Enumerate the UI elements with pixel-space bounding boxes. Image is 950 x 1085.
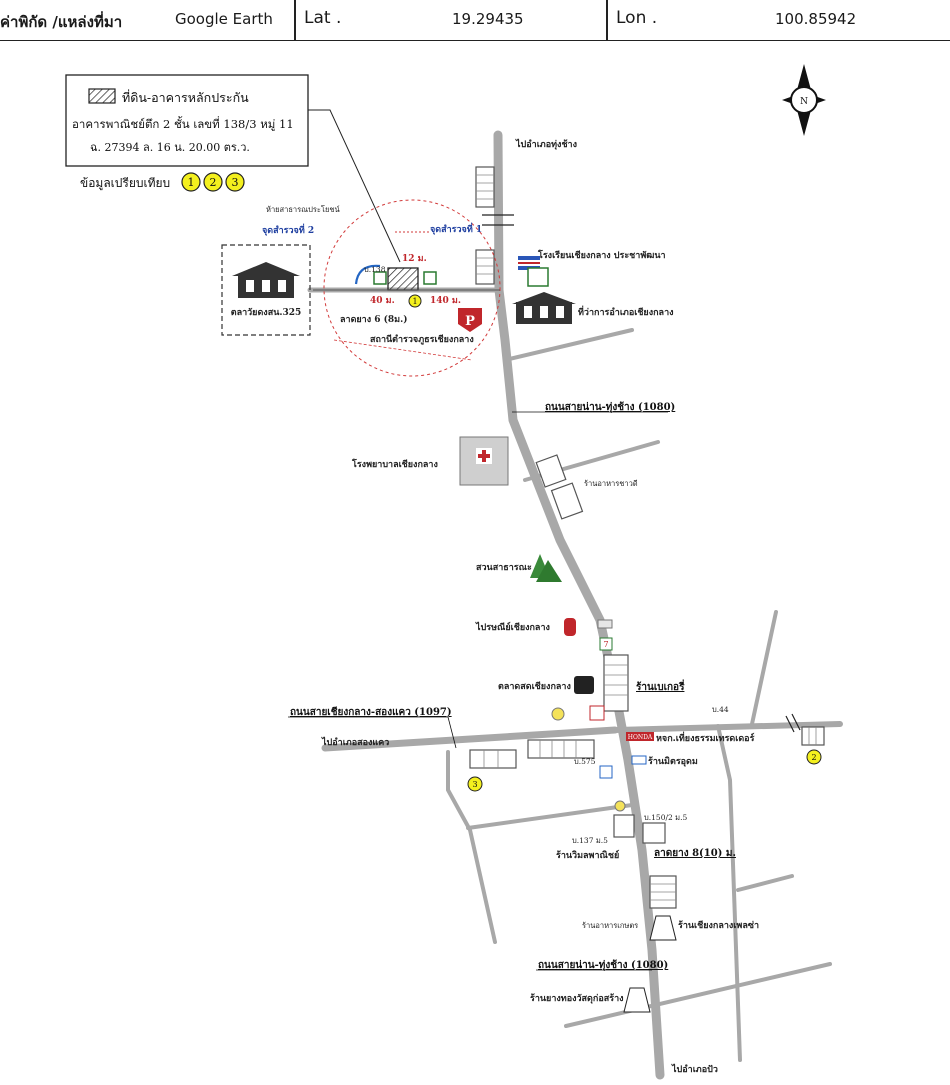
to-pua-label: ไปอำเภอปัว (671, 1063, 718, 1075)
header-bar: ค่าพิกัด /แหล่งที่มา Google Earth Lat . … (0, 0, 950, 41)
north-arrow-icon: N (782, 64, 826, 136)
market-icon (574, 676, 594, 694)
house-150-label: บ.150/2 ม.5 (644, 813, 687, 822)
road-1097-label: ถนนสายเชียงกลาง-สองแคว (1097) (290, 706, 452, 718)
comparison-marker-3 (467, 776, 483, 792)
road-1080-label-south: ถนนสายน่าน-ทุ่งช้าง (1080) (538, 959, 668, 971)
source-value: Google Earth (175, 10, 273, 28)
header-divider-2 (606, 0, 608, 40)
house-44-label: บ.44 (712, 705, 729, 714)
temple-icon (551, 707, 565, 721)
legend-line-1: ที่ดิน-อาคารหลักประกัน (122, 89, 249, 105)
shop-electric-label: ร้านเชียงกลางเพลซ่า (678, 920, 759, 931)
bridge-marker-north (482, 214, 514, 226)
park-tree-icon (530, 554, 562, 582)
shop-1-label: ร้านอาหารชาวดี (584, 479, 638, 488)
comparison-number-1: 1 (188, 176, 195, 189)
comparison-number-2: 2 (210, 176, 217, 189)
hardware-shop-icon (623, 987, 651, 1013)
svg-text:1: 1 (412, 297, 417, 306)
comparison-number-3: 3 (232, 176, 239, 189)
bridge-marker-east (785, 713, 801, 733)
building-stripes (476, 174, 817, 901)
survey-point-2-label: จุดสำรวจที่ 2 (262, 223, 314, 236)
bakery-label: ร้านเบเกอรี่ (636, 679, 685, 693)
legend-line-2: อาคารพาณิชย์ตึก 2 ชั้น เลขที่ 138/3 หมู่… (72, 116, 294, 131)
dist-40-label: 40 ม. (370, 296, 395, 306)
inset-label: ตลาวัยดงสน.325 (231, 307, 302, 318)
park-label: สวนสาธารณะ (476, 563, 532, 573)
dist-12-label: 12 ม. (402, 254, 427, 264)
house-137-label: บ.137 ม.5 (572, 836, 608, 845)
compass-north-label: N (800, 97, 808, 107)
police-label: สถานีตำรวจภูธรเชียงกลาง (370, 334, 474, 345)
lat-value: 19.29435 (452, 10, 524, 28)
to-song-khwae-label: ไปอำเภอสองแคว (321, 736, 389, 748)
legend-line-3: ฉ. 27394 ล. 16 น. 20.00 ตร.ว. (90, 141, 250, 154)
house-575-label: บ.575 (574, 757, 596, 766)
electric-shop-icon (649, 915, 677, 941)
sign-icon (597, 619, 613, 629)
lon-value: 100.85942 (775, 10, 857, 28)
survey-point-1-label: จุดสำรวจที่ 1 (430, 222, 482, 235)
legend-box: ที่ดิน-อาคารหลักประกัน อาคารพาณิชย์ตึก 2… (65, 74, 309, 167)
soi-8-label: ลาดยาง 8(10) ม. (654, 848, 736, 859)
public-way-label: ห้ายสาธารณประโยชน์ (266, 205, 340, 214)
svg-text:3: 3 (472, 780, 477, 789)
shop-hong-label: หจก.เที่ยงธรรมเทรดเดอร์ (656, 731, 755, 744)
seven-eleven-icon (599, 637, 613, 651)
hatch-swatch-icon (88, 88, 116, 104)
comparison-markers: 1 2 3 (181, 172, 245, 192)
survey-radius-circle (323, 199, 501, 377)
svg-text:P: P (465, 314, 475, 329)
bank-icon (599, 765, 613, 779)
hospital-icon (459, 436, 509, 486)
svg-text:7: 7 (603, 640, 608, 649)
honda-sign-icon (626, 732, 654, 741)
gas-station-icon (614, 800, 626, 812)
market-label: ตลาดสดเชียงกลาง (498, 681, 571, 692)
svg-text:2: 2 (811, 753, 816, 762)
inset-landmark-box: ตลาวัยดงสน.325 (221, 244, 311, 336)
building-blocks (469, 166, 825, 909)
school-label: โรงเรียนเชียงกลาง ประชาพัฒนา (537, 249, 666, 261)
coord-source-label: ค่าพิกัด /แหล่งที่มา (0, 13, 123, 31)
legend-leader-line (308, 109, 401, 263)
dist-140-label: 140 ม. (430, 296, 461, 306)
parking-icon: P (458, 308, 482, 332)
shop-mit-icon (631, 755, 647, 765)
collateral-property: 1 (373, 267, 437, 308)
survey-arrow-icon (354, 264, 381, 285)
hospital-label: โรงพยาบาลเชียงกลาง (351, 458, 438, 470)
shop-wimol-label: ร้านวิมลพาณิชย์ (556, 849, 619, 861)
shop-tool-label: ร้านยางทองวัสดุก่อสร้าง (530, 993, 624, 1004)
comparison-marker-2 (806, 749, 822, 765)
header-divider-1 (294, 0, 296, 40)
lat-label: Lat . (304, 8, 342, 28)
district-office-icon (512, 292, 576, 324)
soi-6-label: ลาดยาง 6 (8ม.) (340, 314, 408, 325)
shop-mit-label: ร้านมิตรอุดม (648, 756, 698, 767)
school-flag-icon (518, 256, 549, 287)
to-thung-chang-label: ไปอำเภอทุ่งช้าง (515, 138, 577, 150)
shop-sign-icon (589, 705, 605, 721)
shop-small-label: ร้านอาหารเกษตร (582, 921, 638, 930)
district-office-label: ที่ว่าการอำเภอเชียงกลาง (578, 305, 674, 318)
lon-label: Lon . (616, 8, 658, 28)
comparison-label: ข้อมูลเปรียบเทียบ (80, 176, 170, 191)
road-1080-label-north: ถนนสายน่าน-ทุ่งช้าง (1080) (545, 401, 675, 413)
post-office-label: ไปรษณีย์เชียงกลาง (475, 621, 550, 633)
svg-text:HONDA: HONDA (628, 734, 653, 741)
mailbox-icon (564, 618, 576, 636)
main-road-1080 (493, 130, 665, 1080)
house-138-label: บ.138 (364, 265, 386, 274)
